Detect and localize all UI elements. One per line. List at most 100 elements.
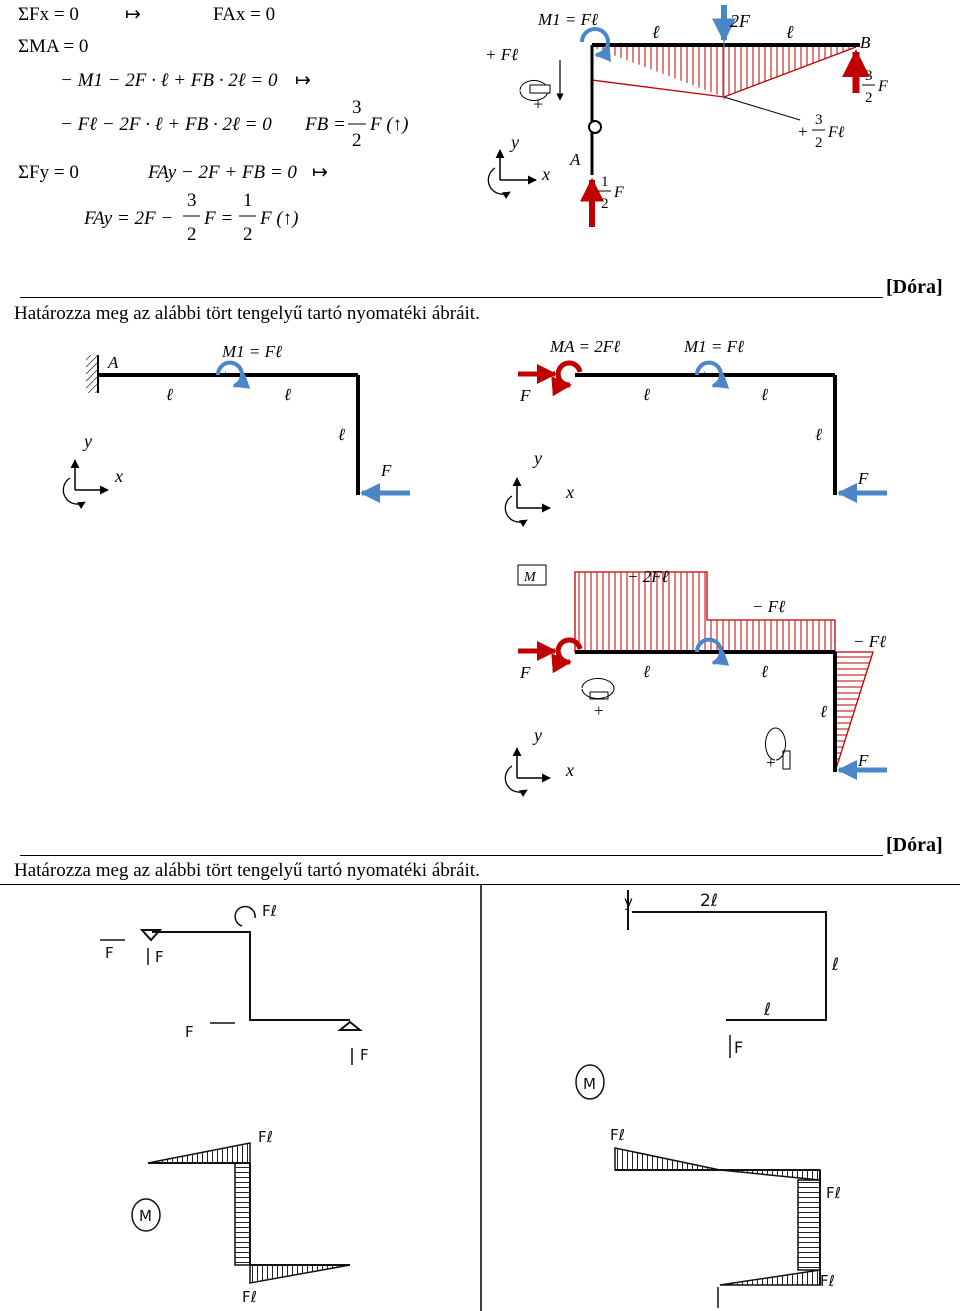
moment-sign-plus: + <box>594 701 604 720</box>
moment-b-fl: Fℓ <box>827 124 845 141</box>
hinge-a <box>588 120 602 134</box>
moment-load-f: F <box>857 751 869 770</box>
p2-right-2l: 2ℓ <box>700 891 718 911</box>
axis-y-label: y <box>509 132 519 152</box>
reaction-b-num: 3 <box>865 68 873 84</box>
m1-moment-arrow <box>580 27 611 62</box>
p1-left-label-a: A <box>107 353 119 372</box>
eq-arrow-1: ↦ <box>125 4 141 25</box>
p2-left-mom-bottom <box>249 1264 351 1284</box>
sign-rect <box>529 84 551 94</box>
p2-right-mom-label-bottom: Fℓ <box>820 1272 835 1290</box>
ell-1: ℓ <box>652 22 660 42</box>
moment-axis-x-label: x <box>565 760 574 780</box>
p1-right-m1: M1 = Fℓ <box>683 337 744 356</box>
moment-b-den: 2 <box>815 135 823 151</box>
p1-right-structure: MA = 2Fℓ M1 = Fℓ + F ℓ ℓ ℓ F y x <box>504 337 887 528</box>
p2-left-mom-mid <box>234 1162 251 1266</box>
eq-fay-lhs: FAy = 2F − <box>83 208 173 229</box>
plus-fl-label: + Fℓ <box>485 45 518 64</box>
reaction-a-den: 2 <box>601 196 609 212</box>
p2-right-mom-label-right: Fℓ <box>826 1184 841 1202</box>
p2-right-frame <box>632 911 827 1021</box>
p1-left-ell1: ℓ <box>166 385 173 404</box>
problem2: Fℓ F F F F Fℓ Fℓ M y 2ℓ ℓ ℓ F <box>100 885 841 1311</box>
p1-left-ell3: ℓ <box>338 425 345 444</box>
p1-left-plus: + <box>222 367 229 381</box>
moment-sign-ellipse-2 <box>765 727 786 761</box>
p1-right-axis-x-label: x <box>565 482 574 502</box>
leader-line <box>723 96 801 121</box>
reaction-a-num: 1 <box>601 174 609 190</box>
problem1: A M1 = Fℓ + ℓ ℓ ℓ F y x MA = 2Fℓ M1 = Fℓ <box>62 337 887 798</box>
p1-author: [Dóra] <box>886 276 943 298</box>
moment-val-fl-mid: − Fℓ <box>752 597 785 616</box>
p1-right-load-f-left: F <box>519 386 531 405</box>
moment-val-fl-right: − Fℓ <box>853 632 886 651</box>
p2-left-m-symbol: M <box>139 1207 152 1225</box>
p2-left-mom-label-bottom: Fℓ <box>242 1288 257 1306</box>
moment-ma-arrow <box>551 637 583 674</box>
p1-right-ell1: ℓ <box>643 385 650 404</box>
eq-fax-result: FAx = 0 <box>213 4 275 25</box>
p2-separator-rule <box>20 855 883 856</box>
eq-fay-num2: 1 <box>243 190 253 211</box>
m1-label: M1 = Fℓ <box>537 10 598 29</box>
p2-right-f: F <box>734 1038 743 1057</box>
eq-m1-line: − M1 − 2F · ℓ + FB · 2ℓ = 0 <box>60 70 278 91</box>
moment-b-num: 3 <box>815 112 823 128</box>
p2-right-mom-label-left: Fℓ <box>610 1126 625 1144</box>
p1-left-axis-x-label: x <box>114 466 123 486</box>
p1-right-load-f: F <box>857 469 869 488</box>
label-b: B <box>860 33 871 52</box>
p2-right-mom-right <box>719 1169 821 1181</box>
p2-left-moment-arrow <box>234 905 256 927</box>
p1-title: Határozza meg az alábbi tört tengelyű ta… <box>14 303 480 324</box>
moment-ell2: ℓ <box>761 662 768 681</box>
eq-fay-mid: F = <box>203 208 233 229</box>
ell-2: ℓ <box>786 22 794 42</box>
label-a: A <box>569 150 581 169</box>
eq-arrow-2: ↦ <box>295 70 311 91</box>
p1-left-m1-arrow <box>215 360 251 389</box>
p2-left-support-bottom <box>337 1020 363 1031</box>
moment-box-label: M <box>523 570 537 585</box>
eq-fl-line: − Fℓ − 2F · ℓ + FB · 2ℓ = 0 <box>60 114 272 135</box>
moment-ell1: ℓ <box>643 662 650 681</box>
eq-sum-fx: ΣFx = 0 <box>18 4 79 25</box>
p2-left-f3: F <box>185 1023 194 1041</box>
wall-support <box>86 355 98 393</box>
moment-box <box>517 564 547 586</box>
p2-left-frame <box>152 931 350 1021</box>
p2-right-sketch <box>627 890 827 1058</box>
p2-left-sketch <box>100 905 363 1065</box>
axis-x-label: x <box>541 164 550 184</box>
eq-fb-lhs: FB = <box>304 114 346 135</box>
sign-plus: + <box>533 94 543 114</box>
p1-right-ell2: ℓ <box>761 385 768 404</box>
p2-author: [Dóra] <box>886 834 943 856</box>
moment-sign-ellipse <box>581 678 615 699</box>
equation-block: ΣFx = 0 ↦ FAx = 0 ΣMA = 0 − M1 − 2F · ℓ … <box>18 4 409 245</box>
eq-fb-den: 2 <box>352 130 362 151</box>
eq-fy-line: FAy − 2F + FB = 0 <box>147 162 297 183</box>
eq-fay-num1: 3 <box>187 190 197 211</box>
p1-right-ell3: ℓ <box>815 425 822 444</box>
p2-left-f4: F <box>360 1046 369 1064</box>
eq-sum-fy: ΣFy = 0 <box>18 162 79 183</box>
p2-left-f1: F <box>105 944 114 962</box>
p2-left-support-top <box>139 929 163 942</box>
p1-right-ma-arrow <box>551 360 583 397</box>
p1-left-ell2: ℓ <box>284 385 291 404</box>
p2-right-mom-left <box>614 1147 721 1171</box>
eq-fay-tail: F (↑) <box>259 208 299 229</box>
moment-sign-plus-2: + <box>766 753 776 772</box>
moment-b-plus: + <box>798 122 808 141</box>
p2-right-m-symbol: M <box>583 1075 596 1093</box>
p1-right-plus: + <box>701 367 708 381</box>
p2-right-moment-sketch <box>575 1064 821 1308</box>
moment-ell3: ℓ <box>820 702 827 721</box>
p1-left-structure: A M1 = Fℓ + ℓ ℓ ℓ F y x <box>62 342 410 510</box>
moment-load-f-left: F <box>519 663 531 682</box>
